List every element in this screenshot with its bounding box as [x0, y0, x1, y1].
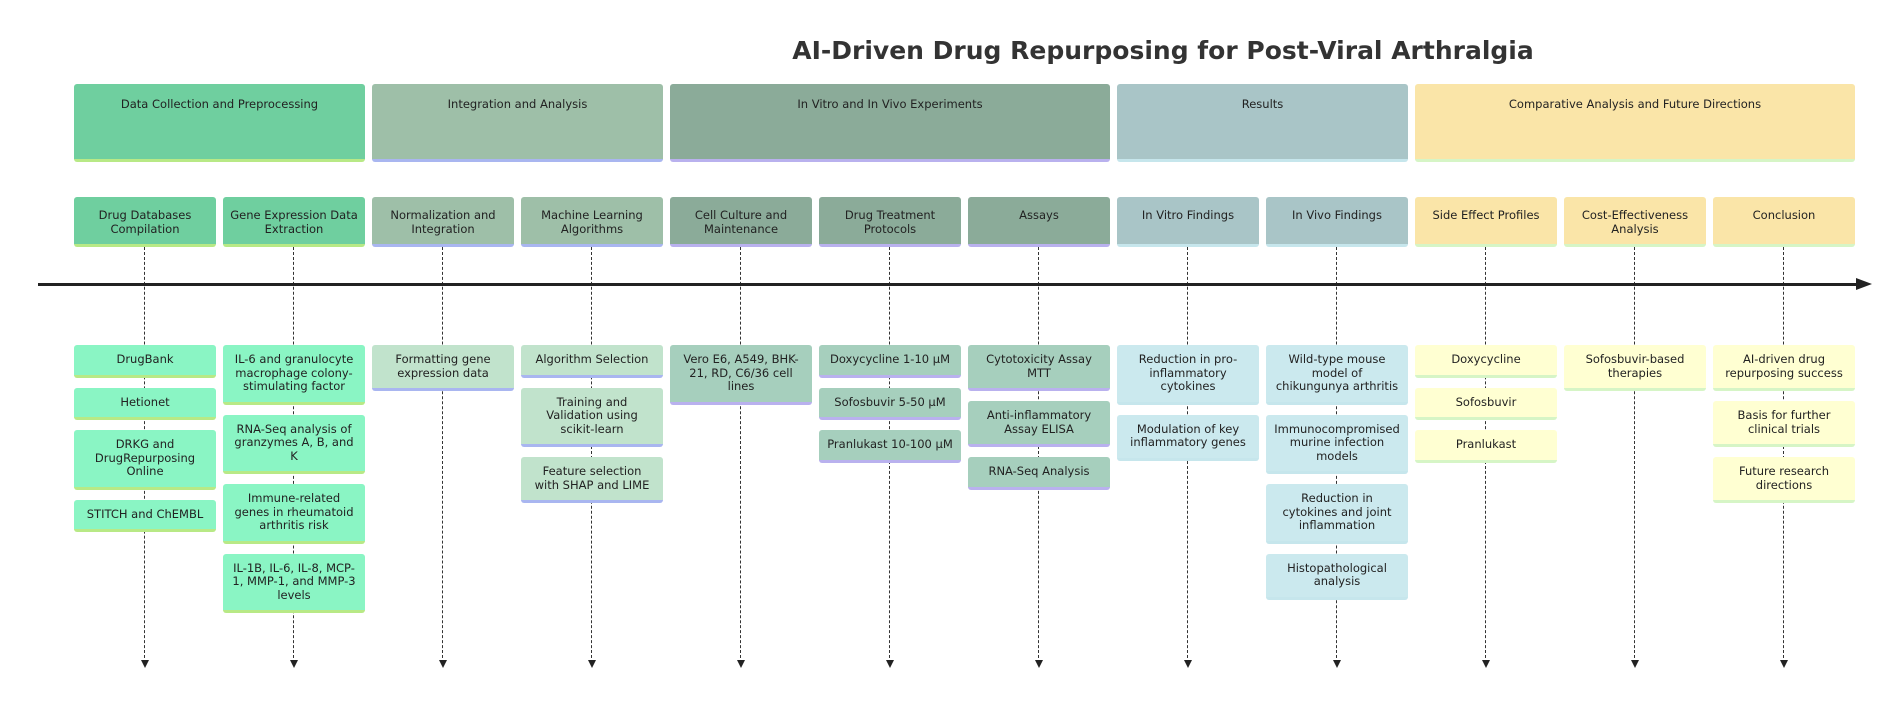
section-header: Results [1117, 84, 1408, 162]
event-box: Algorithm Selection [521, 345, 663, 378]
event-box: RNA-Seq analysis of granzymes A, B, and … [223, 414, 365, 474]
task-box: Gene Expression Data Extraction [223, 197, 365, 247]
connector-arrowhead [141, 660, 149, 668]
connector-arrowhead [1035, 660, 1043, 668]
event-column: Doxycycline 1-10 μM Sofosbuvir 5-50 μM Pra… [819, 345, 961, 473]
event-box: Wild-type mouse model of chikungunya art… [1266, 345, 1408, 405]
event-box: Immune-related genes in rheumatoid arthr… [223, 484, 365, 544]
event-box: Cytotoxicity Assay MTT [968, 345, 1110, 391]
event-box: Anti-inflammatory Assay ELISA [968, 401, 1110, 447]
event-box: Hetionet [74, 387, 216, 420]
event-box: Basis for further clinical trials [1713, 401, 1855, 447]
event-box: Vero E6, A549, BHK-21, RD, C6/36 cell li… [670, 345, 812, 405]
event-box: Pranlukast 10-100 μM [819, 430, 961, 463]
connector-arrowhead [1333, 660, 1341, 668]
connector-line [1634, 247, 1636, 663]
task-box: Drug Databases Compilation [74, 197, 216, 247]
task-box: Conclusion [1713, 197, 1855, 247]
event-box: IL-1B, IL-6, IL-8, MCP-1, MMP-1, and MMP… [223, 553, 365, 613]
connector-line [591, 247, 593, 663]
event-box: Histopathological analysis [1266, 553, 1408, 600]
connector-arrowhead [588, 660, 596, 668]
connector-line [1038, 247, 1040, 663]
event-box: Doxycycline [1415, 345, 1557, 378]
task-box: Side Effect Profiles [1415, 197, 1557, 247]
task-box: Assays [968, 197, 1110, 247]
event-box: Training and Validation using scikit-lea… [521, 387, 663, 447]
task-box: Cell Culture and Maintenance [670, 197, 812, 247]
event-box: IL-6 and granulocyte macrophage colony-s… [223, 345, 365, 405]
connector-arrowhead [1631, 660, 1639, 668]
connector-arrowhead [1780, 660, 1788, 668]
event-column: Wild-type mouse model of chikungunya art… [1266, 345, 1408, 610]
task-box: Drug Treatment Protocols [819, 197, 961, 247]
event-column: IL-6 and granulocyte macrophage colony-s… [223, 345, 365, 623]
event-column: Vero E6, A549, BHK-21, RD, C6/36 cell li… [670, 345, 812, 415]
event-box: Pranlukast [1415, 430, 1557, 463]
event-column: Sofosbuvir-based therapies [1564, 345, 1706, 401]
event-column: Cytotoxicity Assay MTT Anti-inflammatory … [968, 345, 1110, 500]
event-box: Formatting gene expression data [372, 345, 514, 391]
section-header: Comparative Analysis and Future Directio… [1415, 84, 1855, 162]
timeline-axis-arrowhead [1856, 278, 1872, 290]
task-box: In Vitro Findings [1117, 197, 1259, 247]
event-box: Sofosbuvir [1415, 387, 1557, 420]
event-box: Reduction in pro-inflammatory cytokines [1117, 345, 1259, 405]
event-column: Formatting gene expression data [372, 345, 514, 401]
section-header: Data Collection and Preprocessing [74, 84, 365, 162]
event-box: STITCH and ChEMBL [74, 499, 216, 532]
event-box: DrugBank [74, 345, 216, 378]
event-box: Modulation of key inflammatory genes [1117, 414, 1259, 461]
section-header: Integration and Analysis [372, 84, 663, 162]
event-box: RNA-Seq Analysis [968, 457, 1110, 490]
event-box: Doxycycline 1-10 μM [819, 345, 961, 378]
event-box: Reduction in cytokines and joint inflamm… [1266, 484, 1408, 544]
event-box: Immunocompromised murine infection model… [1266, 414, 1408, 474]
event-box: Sofosbuvir 5-50 μM [819, 387, 961, 420]
connector-arrowhead [886, 660, 894, 668]
event-box: AI-driven drug repurposing success [1713, 345, 1855, 391]
timeline-axis [38, 283, 1856, 286]
event-box: Future research directions [1713, 457, 1855, 503]
connector-arrowhead [439, 660, 447, 668]
connector-arrowhead [1482, 660, 1490, 668]
task-box: Machine Learning Algorithms [521, 197, 663, 247]
task-box: Normalization and Integration [372, 197, 514, 247]
diagram-title: AI-Driven Drug Repurposing for Post-Vira… [792, 36, 1534, 65]
connector-line [740, 247, 742, 663]
event-box: Feature selection with SHAP and LIME [521, 457, 663, 503]
connector-line [442, 247, 444, 663]
task-box: In Vivo Findings [1266, 197, 1408, 247]
connector-line [1783, 247, 1785, 663]
connector-arrowhead [737, 660, 745, 668]
section-header: In Vitro and In Vivo Experiments [670, 84, 1110, 162]
connector-arrowhead [1184, 660, 1192, 668]
event-box: DRKG and DrugRepurposing Online [74, 430, 216, 490]
task-box: Cost-Effectiveness Analysis [1564, 197, 1706, 247]
connector-arrowhead [290, 660, 298, 668]
event-box: Sofosbuvir-based therapies [1564, 345, 1706, 391]
